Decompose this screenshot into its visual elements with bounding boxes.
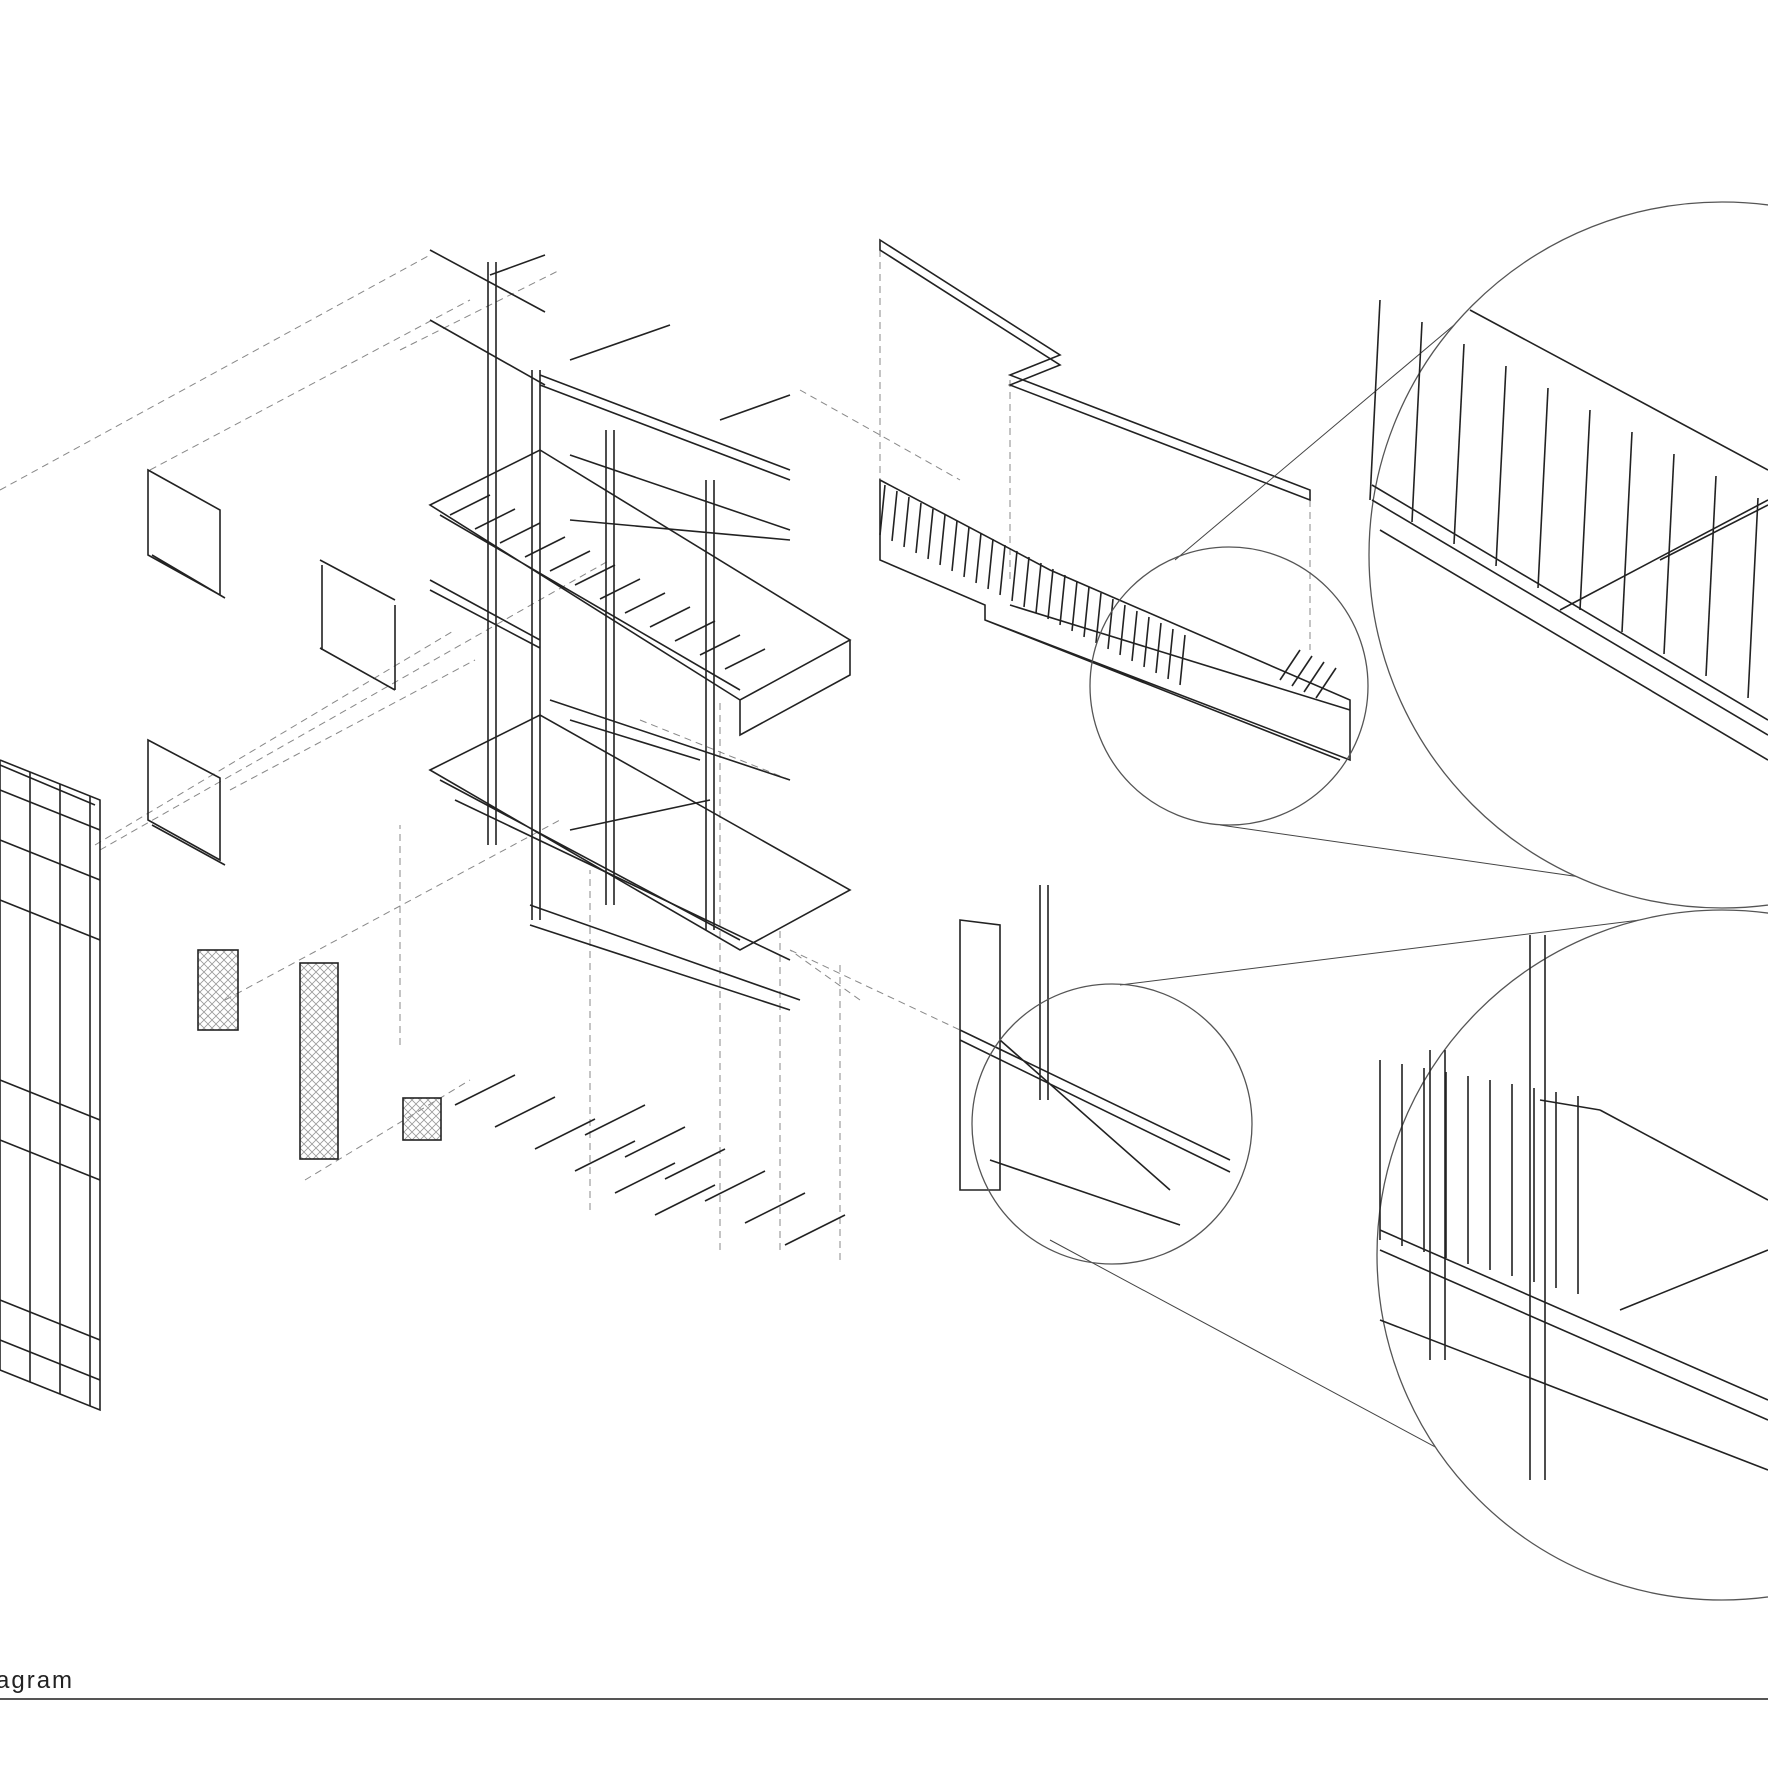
stair-tread [987, 538, 994, 590]
stair-tread [1083, 586, 1090, 638]
loose-slat [784, 1214, 846, 1246]
small-panels [147, 468, 442, 1160]
callout-circle-landing-large [1376, 909, 1768, 1601]
loose-slat [534, 1118, 596, 1150]
enlarged-tread [1369, 299, 1381, 501]
stair-tread [1291, 655, 1313, 687]
floor-slat [524, 536, 566, 558]
stair-tread [1303, 661, 1325, 693]
loose-slat [494, 1096, 556, 1128]
stair-tread [1107, 598, 1114, 650]
grid-transom [0, 1079, 101, 1121]
floor-slats-upper [449, 494, 766, 670]
stair-tread [1023, 556, 1030, 608]
grid-transom [0, 1339, 101, 1381]
floor-slat [724, 648, 766, 670]
drawing-title: agram [0, 1667, 75, 1694]
stair-tread [1143, 616, 1150, 668]
grid-transom [0, 789, 101, 831]
floor-slat [699, 634, 741, 656]
floor-slat [649, 606, 691, 628]
stair-tread [1179, 634, 1186, 686]
loose-slat [454, 1074, 516, 1106]
loose-slat [664, 1148, 726, 1180]
enlarged-tread [1705, 475, 1717, 677]
stair-tread [1047, 568, 1054, 620]
stair-tread [999, 544, 1006, 596]
enlarged-tread [1621, 431, 1633, 633]
enlarged-tread [1495, 365, 1507, 567]
stair-stringer [879, 238, 1351, 762]
stair-tread [903, 496, 910, 548]
loose-slat [624, 1126, 686, 1158]
stair-tread [951, 520, 958, 572]
stair-tread [1167, 628, 1174, 680]
stair-tread [939, 514, 946, 566]
floor-slat [499, 522, 541, 544]
floor-slat [449, 494, 491, 516]
stair-tread [1059, 574, 1066, 626]
callout-leaders [1049, 319, 1741, 1601]
loose-slat [744, 1192, 806, 1224]
stair-tread [1131, 610, 1138, 662]
stair-treads [879, 484, 1337, 699]
stair-tread [1119, 604, 1126, 656]
mesh-panel-small [197, 949, 239, 1031]
enlarged-tread [1411, 321, 1423, 523]
floor-slat [674, 620, 716, 642]
callout-circle-landing-small [971, 983, 1253, 1265]
stair-tread [1095, 592, 1102, 644]
loose-slats [454, 1074, 846, 1246]
floor-slat [474, 508, 516, 530]
stair-tread [1315, 667, 1337, 699]
floor-slat [599, 578, 641, 600]
stair-tread [963, 526, 970, 578]
mesh-panel-tall [299, 962, 339, 1160]
mesh-panel-square [402, 1097, 442, 1141]
enlarged-tread [1663, 453, 1675, 655]
loose-slat [704, 1170, 766, 1202]
enlarged-tread [1747, 497, 1759, 699]
loose-slat [584, 1104, 646, 1136]
stair-tread [915, 502, 922, 554]
panel-outline [0, 759, 101, 1412]
enlarged-tread [1537, 387, 1549, 589]
enlarged-tread [1579, 409, 1591, 611]
grid-transom [0, 1139, 101, 1181]
stair-tread [927, 508, 934, 560]
stair-tread [1071, 580, 1078, 632]
stair-tread [1155, 622, 1162, 674]
callout-circle-stair-large [1368, 201, 1768, 909]
title-rule [0, 1698, 1768, 1700]
stair-tread [975, 532, 982, 584]
grid-transom [0, 899, 101, 941]
floor-slat [549, 550, 591, 572]
landing-detail [959, 885, 1231, 1226]
central-frame [428, 249, 852, 1011]
facade-grid-panel [0, 759, 101, 1412]
stair-tread [891, 490, 898, 542]
grid-transom [0, 839, 101, 881]
stair-tread [1279, 649, 1301, 681]
enlarged-tread [1453, 343, 1465, 545]
callout-circle-stair-small [1089, 546, 1369, 826]
stair-tread [879, 484, 886, 536]
loose-slat [614, 1162, 676, 1194]
stair-tread [1035, 562, 1042, 614]
grid-transom [0, 1299, 101, 1341]
loose-slat [574, 1140, 636, 1172]
detail-landing-enlarged [1379, 935, 1768, 1480]
floor-slat [574, 564, 616, 586]
stair-tread [1011, 550, 1018, 602]
detail-stair-enlarged [1369, 299, 1768, 761]
loose-slat [654, 1184, 716, 1216]
projection-lines [0, 250, 1311, 1260]
floor-slat [624, 592, 666, 614]
